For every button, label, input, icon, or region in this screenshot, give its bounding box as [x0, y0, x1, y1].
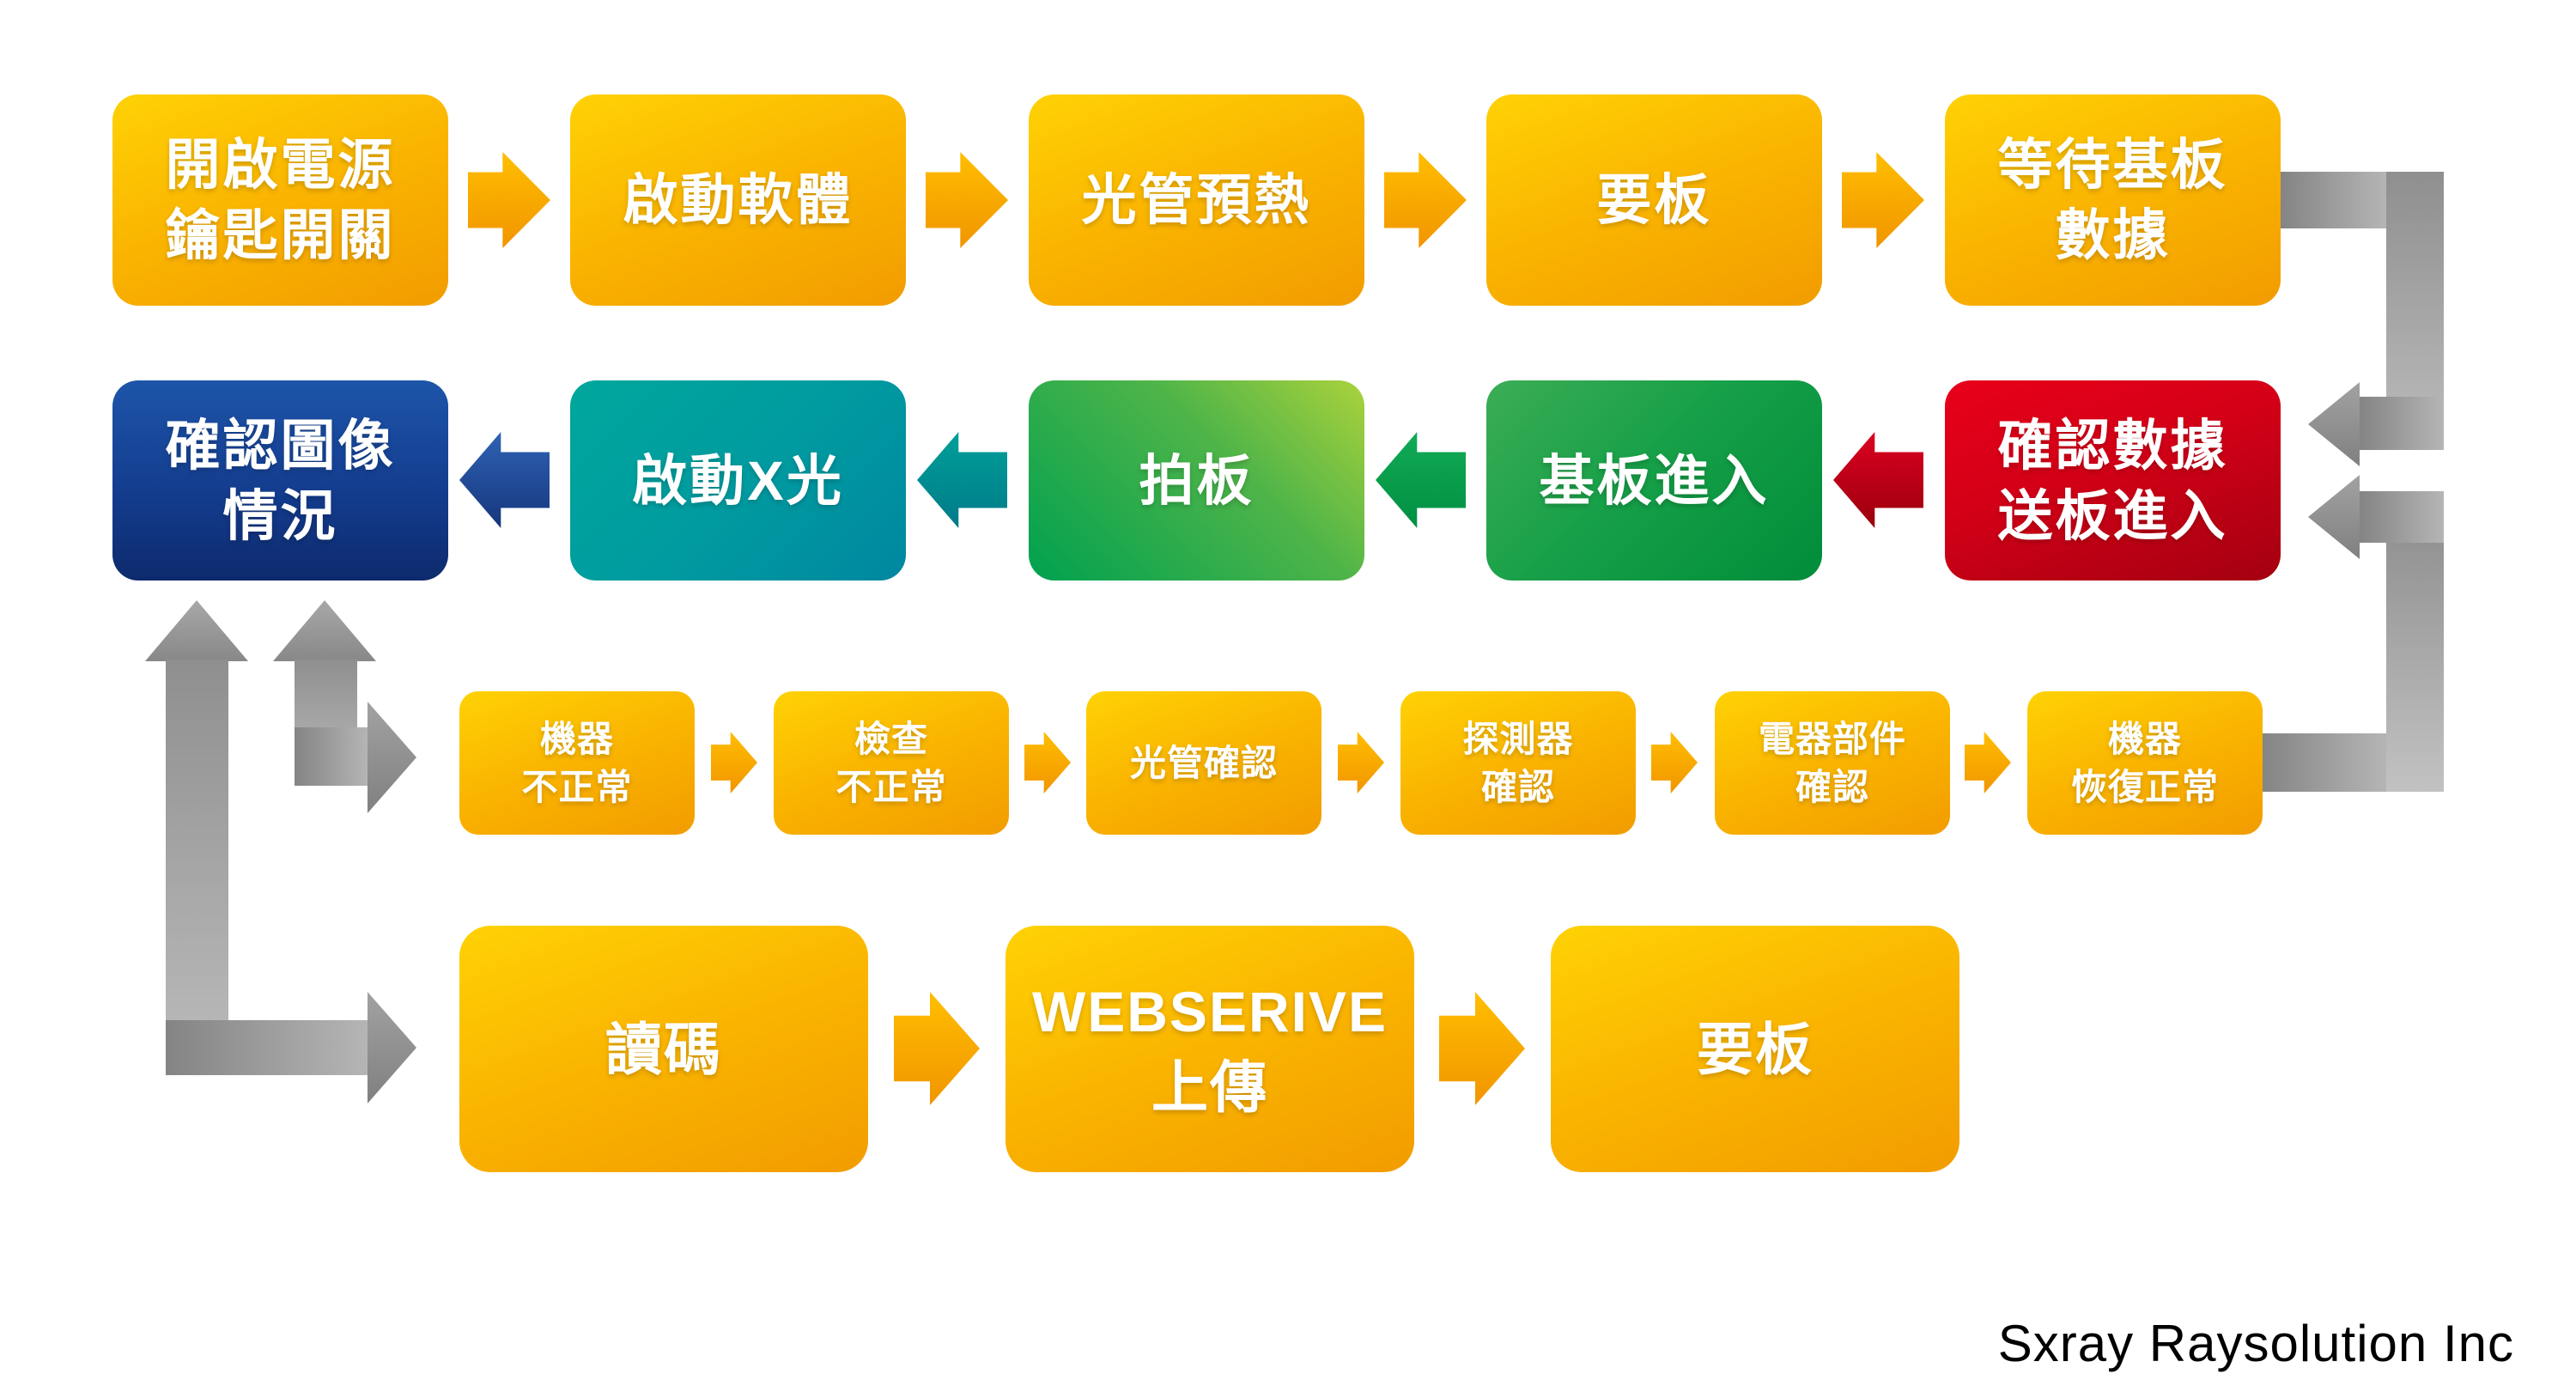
arrow-right-icon — [1651, 732, 1698, 793]
connector-bar — [2360, 397, 2444, 450]
box-tube-check: 光管確認 — [1086, 691, 1321, 835]
connector-bar — [166, 660, 228, 1075]
company-name: Sxray Raysolution Inc — [1997, 1315, 2514, 1372]
arrow-right-icon — [1384, 152, 1467, 248]
box-wait-board-data: 等待基板 數據 — [1945, 94, 2281, 306]
arrow-left-icon — [1376, 432, 1466, 528]
box-tube-preheat: 光管預熱 — [1029, 94, 1364, 306]
arrow-right-icon — [1439, 992, 1525, 1105]
box-request-board: 要板 — [1486, 94, 1822, 306]
box-start-xray: 啟動X光 — [570, 380, 906, 581]
arrow-left-icon — [917, 432, 1007, 528]
arrow-left-gray-icon — [2308, 475, 2360, 559]
box-machine-restored: 機器 恢復正常 — [2027, 691, 2263, 835]
arrow-right-icon — [1024, 732, 1071, 793]
arrow-left-icon — [1833, 432, 1923, 528]
arrow-left-gray-icon — [2308, 382, 2360, 466]
arrow-right-icon — [468, 152, 550, 248]
arrow-right-icon — [711, 732, 757, 793]
connector-bar — [295, 727, 368, 786]
box-machine-abnormal: 機器 不正常 — [459, 691, 695, 835]
arrow-up-gray-icon — [145, 600, 248, 661]
box-confirm-data-send-board: 確認數據 送板進入 — [1945, 380, 2281, 581]
arrow-right-gray-icon — [368, 702, 416, 813]
box-detector-check: 探測器 確認 — [1400, 691, 1636, 835]
arrow-right-icon — [1965, 732, 2011, 793]
box-start-software: 啟動軟體 — [570, 94, 906, 306]
box-webservice-upload: WEBSERIVE 上傳 — [1005, 926, 1414, 1172]
box-electrical-parts-check: 電器部件 確認 — [1715, 691, 1950, 835]
box-board-enter: 基板進入 — [1486, 380, 1822, 581]
arrow-up-gray-icon — [273, 600, 376, 661]
arrow-right-icon — [894, 992, 980, 1105]
connector-bar — [166, 1020, 368, 1075]
connector-bar — [2262, 733, 2386, 792]
arrow-right-icon — [1842, 152, 1924, 248]
arrow-right-icon — [926, 152, 1008, 248]
box-shoot-board: 拍板 — [1029, 380, 1364, 581]
box-request-board-again: 要板 — [1551, 926, 1959, 1172]
box-power-key-switch: 開啟電源 鑰匙開關 — [112, 94, 448, 306]
arrow-right-gray-icon — [368, 992, 416, 1103]
arrow-left-icon — [459, 432, 550, 528]
connector-bar — [2281, 172, 2386, 228]
box-read-code: 讀碼 — [459, 926, 868, 1172]
box-confirm-image: 確認圖像 情況 — [112, 380, 448, 581]
connector-bar — [2360, 491, 2444, 543]
arrow-right-icon — [1338, 732, 1384, 793]
box-inspect-abnormal: 檢查 不正常 — [774, 691, 1009, 835]
